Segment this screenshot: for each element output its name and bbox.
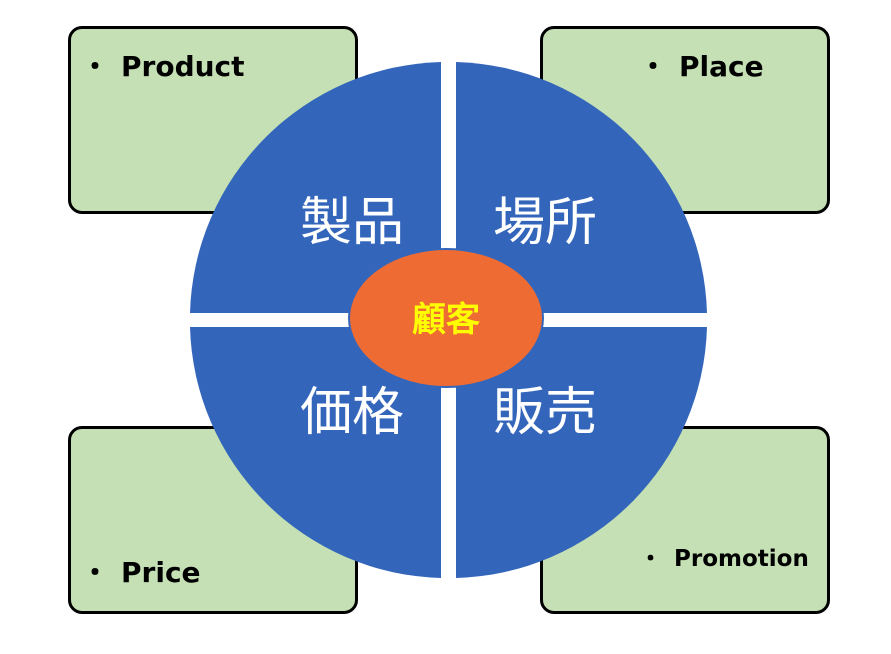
quadrant-top-right-label: 場所 xyxy=(493,193,597,253)
promotion-label: ・ Promotion xyxy=(639,539,809,573)
place-text: Place xyxy=(679,50,764,83)
product-label: ・ Product xyxy=(81,45,245,85)
price-text: Price xyxy=(121,556,201,589)
quadrant-bottom-right xyxy=(456,327,707,578)
quadrant-bottom-left xyxy=(190,327,441,578)
place-label: ・ Place xyxy=(639,45,764,85)
price-bullet: ・ xyxy=(81,556,110,589)
center-ellipse xyxy=(348,248,544,388)
quadrant-top-left xyxy=(190,62,441,313)
quadrant-bottom-left-label: 価格 xyxy=(300,383,404,443)
promotion-bullet: ・ xyxy=(639,546,662,572)
quadrant-top-right xyxy=(456,62,707,313)
price-label: ・ Price xyxy=(81,551,201,591)
product-text: Product xyxy=(121,50,245,83)
promotion-text: Promotion xyxy=(674,546,809,572)
quadrant-bottom-right-label: 販売 xyxy=(493,383,597,443)
place-bullet: ・ xyxy=(639,50,668,83)
product-bullet: ・ xyxy=(81,50,110,83)
quadrant-top-left-label: 製品 xyxy=(300,193,404,253)
center-label: 顧客 xyxy=(412,300,480,340)
